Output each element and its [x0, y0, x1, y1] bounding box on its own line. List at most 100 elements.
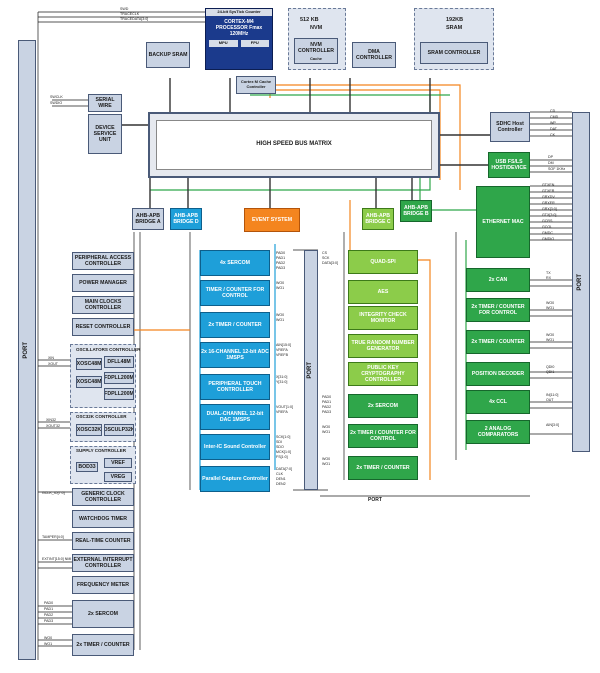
nvm-size: 512 KB [300, 17, 319, 23]
bridge-c-signal-5-3: PAD3 [322, 410, 332, 414]
cpu-title: CORTEX-M4 PROCESSOR Fmax 120MHz [215, 18, 263, 37]
bridge-c-block-6: 2x TIMER / COUNTER FOR CONTROL [348, 424, 418, 448]
bridge-b-block-3: POSITION DECODER [466, 362, 530, 386]
bridge-d-block-5: DUAL-CHANNEL 12-bit DAC 1MSPS [200, 404, 270, 430]
bridge-d-signal-5-1: VREFA [276, 410, 288, 414]
bridge-d-signal-6-4: FS[1:0] [276, 455, 288, 459]
bridge-d-signal-0-2: PAD2 [276, 261, 286, 265]
bridge-c-signal-6-1: WO1 [322, 430, 331, 434]
backup-sram: BACKUP SRAM [146, 42, 190, 68]
sdhc-signal-0: CD [550, 109, 556, 113]
bridge-d-signal-6-1: SDI [276, 440, 282, 444]
bridge-d-block-3: 2x 16-CHANNEL 12-bit ADC 1MSPS [200, 342, 270, 368]
ahb-apb-bridge-b: AHB-APB BRIDGE B [400, 200, 432, 222]
sdhc-signal-2: WP [550, 121, 556, 125]
lower-left-block-1: WATCHDOG TIMER [72, 510, 134, 528]
bridge-d-signal-7-2: DEN1 [276, 477, 286, 481]
bridge-d-signal-3-2: VREFB [276, 353, 288, 357]
bridge-d-block-7: Parallel Capture Controller [200, 466, 270, 492]
bridge-d-signal-4-0: X[31:0] [276, 375, 288, 379]
ll-timer-wo1: WO1 [44, 642, 53, 646]
eth-signal-0: GTXEN [542, 183, 555, 187]
eth-signal-1: GTXER [542, 189, 555, 193]
bridge-b-signal-0-0: TX [546, 271, 551, 275]
bridge-a-block-2: MAIN CLOCKS CONTROLLER [72, 296, 134, 314]
port-left: PORT [18, 40, 36, 660]
bridge-b-block-1: 2x TIMER / COUNTER FOR CONTROL [466, 298, 530, 322]
device-service-unit: DEVICE SERVICE UNIT [88, 114, 122, 154]
bridge-b-block-4: 4x CCL [466, 390, 530, 414]
systick-counter: 24-bit SysTick Counter [206, 9, 272, 16]
oscillators-title: OSCILLATORS CONTROLLER [76, 347, 141, 352]
xin-label: XIN [48, 356, 54, 360]
sdhc-host-controller: SDHC Host Controller [490, 112, 530, 142]
usb-host-device: USB FS/LS HOST/DEVICE [488, 152, 530, 178]
ahb-apb-bridge-c: AHB-APB BRIDGE C [362, 208, 394, 230]
port-right: PORT [572, 112, 590, 452]
bridge-b-signal-2-1: WO1 [546, 338, 555, 342]
fpu-block: FPU [240, 39, 269, 47]
bridge-b-signal-2-0: WO0 [546, 333, 555, 337]
lower-left-block-0: GENERIC CLOCK CONTROLLER [72, 488, 134, 506]
bridge-b-signal-5-0: AIN[3:0] [546, 423, 559, 427]
bridge-d-signal-3-1: VREFA [276, 348, 288, 352]
bus-matrix-label: HIGH SPEED BUS MATRIX [156, 120, 432, 170]
eth-signal-5: GTX[3:0] [542, 213, 557, 217]
bridge-c-signal-5-2: PAD2 [322, 405, 332, 409]
port-middle: PORT [304, 250, 318, 490]
bridge-d-signal-2-1: WO1 [276, 318, 285, 322]
ll-timer-counter: 2x TIMER / COUNTER [72, 634, 134, 656]
ll-sercom-pad0: PAD0 [44, 601, 54, 605]
tracedata-label: TRACEDATA[3:0] [120, 17, 149, 21]
xosc48m-0: XOSC48M [76, 358, 102, 370]
bridge-c-block-4: PUBLIC KEY CRYPTOGRAPHY CONTROLLER [348, 362, 418, 386]
bridge-b-signal-3-0: QDI0 [546, 365, 555, 369]
usb-signal-2: SOF 1KHz [548, 167, 566, 171]
bridge-c-signal-7-1: WO1 [322, 462, 331, 466]
bridge-b-signal-4-1: OUT [546, 398, 554, 402]
bridge-d-signal-0-3: PAD3 [276, 266, 286, 270]
ll-sercom-pad3: PAD3 [44, 619, 54, 623]
bridge-c-signal-0-0: CS [322, 251, 327, 255]
high-speed-bus-matrix: HIGH SPEED BUS MATRIX [148, 112, 440, 178]
sdhc-signal-4: CK [550, 133, 555, 137]
xin32-label: XIN32 [46, 418, 56, 422]
eth-signal-2: GRXDV [542, 195, 555, 199]
swd-label: SWD [120, 7, 129, 11]
sdhc-signal-3: DAT [550, 127, 557, 131]
vreg: VREG [104, 472, 132, 482]
serial-wire: SERIAL WIRE [88, 94, 122, 112]
port-middle-label: PORT [307, 361, 314, 379]
usb-signal-1: DM [548, 161, 554, 165]
bridge-d-signal-6-3: MCK[1:0] [276, 450, 291, 454]
bridge-c-signal-5-1: PAD1 [322, 400, 332, 404]
ll-sercom: 2x SERCOM [72, 600, 134, 628]
cortex-m4-processor: 24-bit SysTick Counter CORTEX-M4 PROCESS… [205, 8, 273, 70]
cortex-m-cache-controller: Cortex M Cache Controller [236, 76, 276, 94]
eth-signal-7: GCOL [542, 225, 553, 229]
xout-label: XOUT [48, 362, 58, 366]
lower-left-signal-0: GCLK_IO[7:0] [42, 491, 65, 495]
nvm-cache-label: Cache [309, 56, 322, 62]
bridge-b-signal-0-1: RX [546, 276, 551, 280]
bridge-d-block-6: Inter-IC Sound Controller [200, 434, 270, 460]
bridge-c-block-0: QUAD-SPI [348, 250, 418, 274]
bridge-d-signal-3-0: AIN[15:0] [276, 343, 291, 347]
dma-controller: DMA CONTROLLER [352, 42, 396, 68]
xosc48m-1: XOSC48M [76, 376, 102, 388]
bridge-d-signal-6-0: SCK[1:0] [276, 435, 291, 439]
bridge-d-block-2: 2x TIMER / COUNTER [200, 312, 270, 338]
sram-size: 192KB [446, 17, 464, 23]
xosc32k: XOSC32K [76, 424, 102, 436]
port-right-label: PORT [577, 273, 584, 291]
eth-signal-3: GRXER [542, 201, 555, 205]
bridge-b-signal-4-0: IN[11:0] [546, 393, 559, 397]
eth-signal-9: GMDIO [542, 237, 555, 241]
bridge-c-block-5: 2x SERCOM [348, 394, 418, 418]
bridge-c-block-3: TRUE RANDOM NUMBER GENERATOR [348, 334, 418, 358]
osculp32k: OSCULP32K [104, 424, 134, 436]
swclk-label: SWCLK [50, 95, 63, 99]
nvm-controller: NVM CONTROLLER Cache [294, 38, 338, 64]
dfll48m: DFLL48M [104, 356, 134, 368]
